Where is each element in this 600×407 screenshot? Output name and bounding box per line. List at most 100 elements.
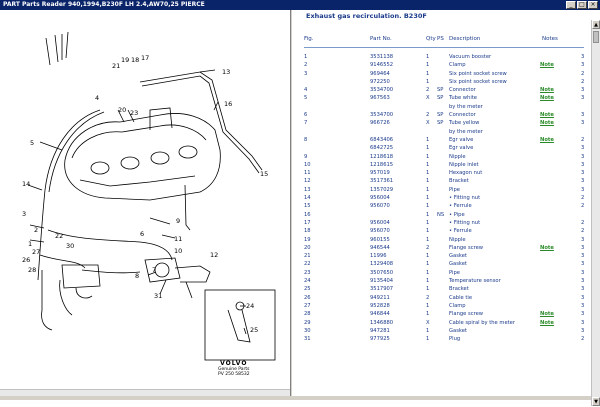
row-fig: 16 [304, 211, 311, 218]
header-notes[interactable]: Notes [542, 36, 558, 42]
row-quantity-ordered: 3 [581, 62, 585, 69]
row-description: by the meter [449, 103, 483, 110]
row-note-link[interactable]: Note [540, 244, 554, 251]
row-note-link[interactable]: Note [540, 120, 554, 127]
row-qty: 1 [426, 219, 430, 226]
row-fig: 23 [304, 269, 311, 276]
parts-list-scrollbar[interactable]: ▲ ▼ [591, 20, 600, 406]
row-quantity-ordered: 3 [581, 286, 585, 293]
row-quantity-ordered: 2 [581, 336, 585, 343]
row-quantity-ordered: 3 [581, 178, 585, 185]
row-note-link[interactable]: Note [540, 62, 554, 69]
scroll-up-arrow[interactable]: ▲ [592, 20, 600, 29]
row-quantity-ordered: 3 [581, 294, 585, 301]
row-fig: 12 [304, 178, 311, 185]
row-description: • Ferrule [449, 228, 472, 235]
row-fig: 27 [304, 302, 311, 309]
row-description: Clamp [449, 62, 466, 69]
row-part-no: 977925 [370, 336, 390, 343]
row-qty: 1 [426, 311, 430, 318]
row-fig: 7 [304, 120, 308, 127]
diagram-horizontal-scrollbar[interactable] [0, 389, 290, 396]
header-part-no[interactable]: Part No. [370, 36, 392, 42]
row-note-link[interactable]: Note [540, 136, 554, 143]
row-part-no: 6842725 [370, 145, 394, 152]
row-description: • Fitting nut [449, 219, 481, 226]
callout-label: 20 [118, 106, 126, 114]
header-fig[interactable]: Fig. [304, 36, 314, 42]
scroll-down-arrow[interactable]: ▼ [592, 397, 600, 406]
row-part-no: 956070 [370, 203, 390, 210]
parts-row[interactable]: by the meter [292, 129, 582, 137]
row-part-no: 3517361 [370, 178, 394, 185]
close-button[interactable]: × [588, 1, 598, 9]
row-ps: SP [437, 95, 444, 102]
diagram-pane[interactable]: 21 19 18 17 13 4 20 23 5 16 14 3 9 8 12 … [0, 10, 291, 396]
maximize-button[interactable]: □ [577, 1, 587, 9]
row-part-no: 3517907 [370, 286, 394, 293]
header-qty[interactable]: Qty [426, 36, 436, 42]
scroll-thumb[interactable] [593, 31, 599, 43]
header-description[interactable]: Description [449, 36, 481, 42]
row-fig: 19 [304, 236, 311, 243]
row-qty: 1 [426, 211, 430, 218]
row-part-no: 1218618 [370, 153, 394, 160]
row-note-link[interactable]: Note [540, 112, 554, 119]
header-ps[interactable]: PS [437, 36, 444, 42]
row-note-link[interactable]: Note [540, 319, 554, 326]
row-qty: 1 [426, 261, 430, 268]
row-qty: 1 [426, 62, 430, 69]
minimize-button[interactable]: _ [566, 1, 576, 9]
row-quantity-ordered: 3 [581, 244, 585, 251]
row-qty: 2 [426, 112, 430, 119]
row-quantity-ordered: 3 [581, 153, 585, 160]
row-fig: 3 [304, 70, 308, 77]
row-fig: 4 [304, 87, 308, 94]
parts-row[interactable]: by the meter [292, 104, 582, 112]
row-fig: 9 [304, 153, 308, 160]
row-fig: 21 [304, 253, 311, 260]
row-ps: NS [437, 211, 445, 218]
row-fig: 29 [304, 319, 311, 326]
row-quantity-ordered: 3 [581, 278, 585, 285]
row-fig: 18 [304, 228, 311, 235]
row-note-link[interactable]: Note [540, 87, 554, 94]
row-note-link[interactable]: Note [540, 311, 554, 318]
callout-label: 22 [55, 232, 63, 240]
row-note-link[interactable]: Note [540, 95, 554, 102]
callout-label: 6 [140, 230, 144, 238]
